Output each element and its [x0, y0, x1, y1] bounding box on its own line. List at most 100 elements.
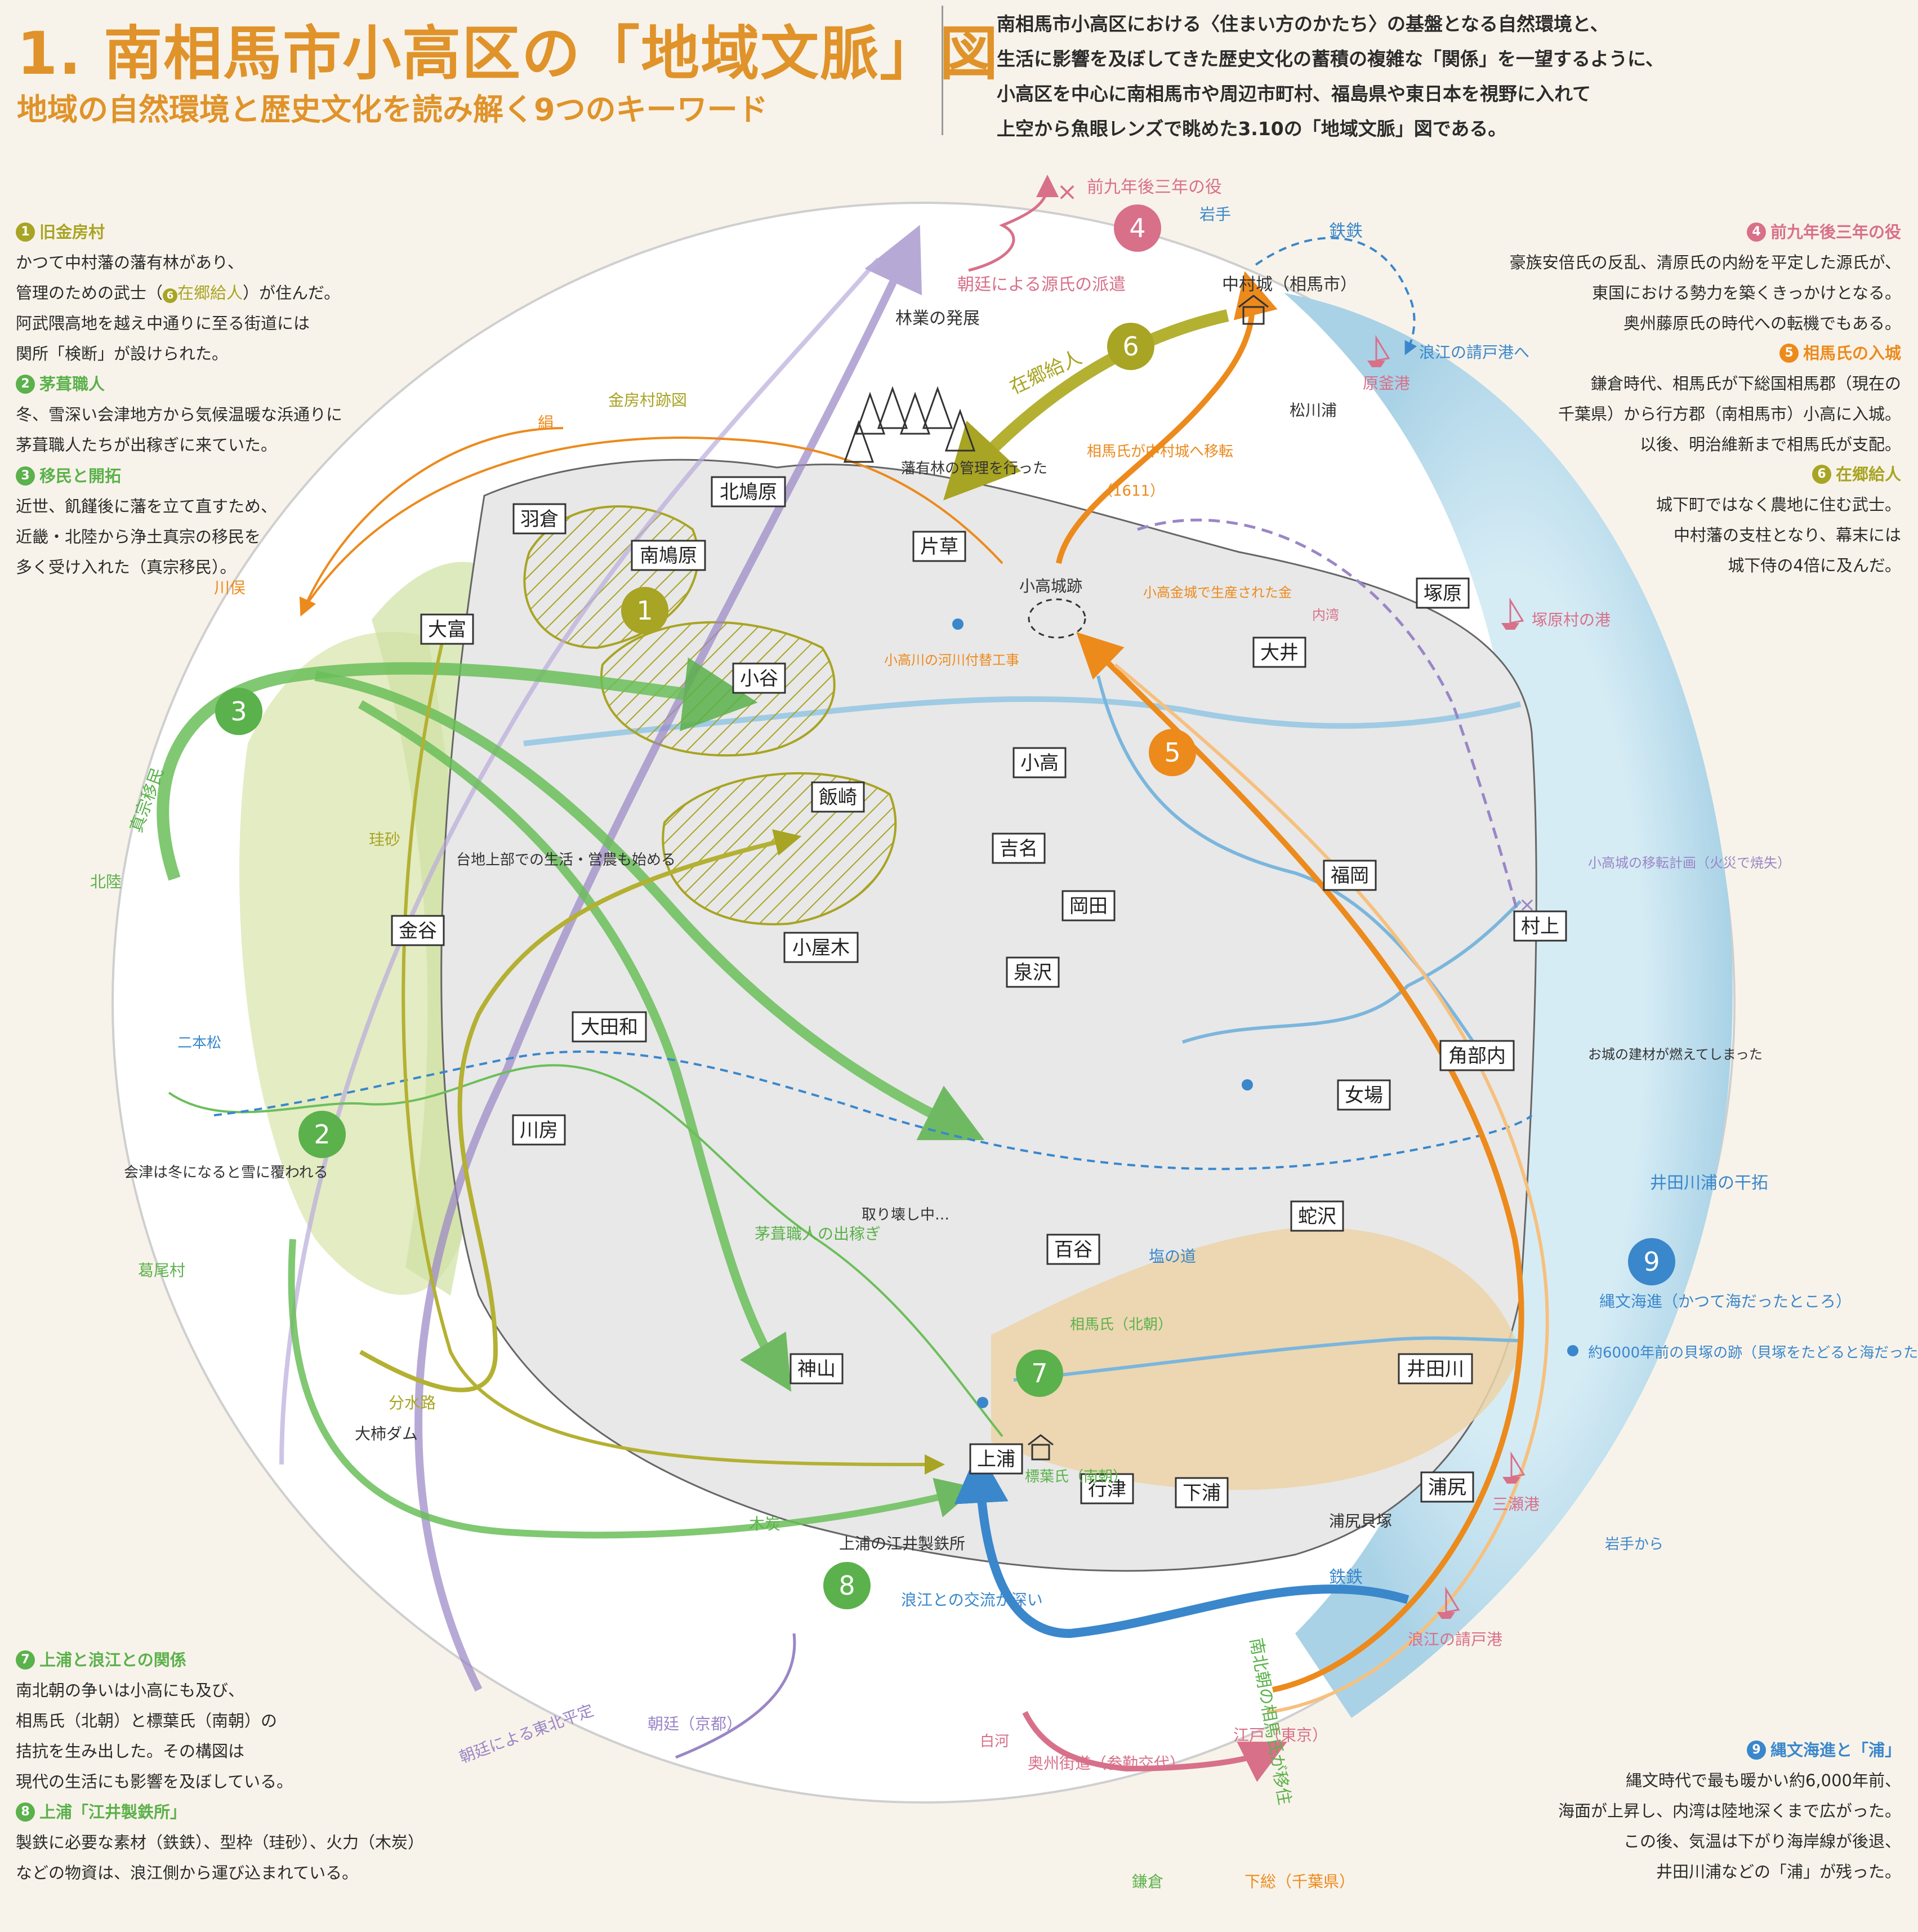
keyword-note-line: 冬、雪深い会津地方から気候温暖な浜通りに: [16, 405, 343, 424]
place-hebisawa: 蛇沢: [1290, 1200, 1344, 1232]
place-tsukahara: 塚原: [1416, 577, 1470, 609]
place-mekake: 女場: [1337, 1079, 1391, 1111]
annotation-kamiura-iron: 上浦の江井製鉄所: [839, 1534, 965, 1553]
place-koyagi-label: 小屋木: [792, 937, 850, 959]
odaka-castle-site-icon: [1028, 598, 1086, 639]
place-haneku: 羽倉: [512, 503, 567, 535]
annotation-shirakawa: 白河: [980, 1733, 1009, 1750]
kayabuki-route: [168, 1064, 1003, 1437]
keyword-note-line: 城下侍の4倍に及んだ。: [1728, 556, 1901, 575]
annotation-oshu-kaido: 奥州街道（参勤交代）: [1028, 1754, 1185, 1773]
intro-line: 生活に影響を及ぼしてきた歴史文化の蓄積の複雑な「関係」を一望するように、: [997, 48, 1665, 70]
keyword-marker-8-label: 8: [838, 1570, 855, 1601]
place-kawabusa: 川房: [512, 1114, 566, 1146]
annotation-tetsudo-north: 鉄鉄: [1329, 221, 1363, 241]
migration-arrow-4: [288, 1239, 977, 1539]
forest-icon: [843, 386, 976, 463]
annotation-daichi: 台地上部での生活・営農も始める: [456, 852, 676, 869]
place-oya-label: 小谷: [740, 667, 778, 690]
place-odawara-label: 大田和: [581, 1016, 638, 1039]
annotation-soma-year: （1611）: [1098, 483, 1165, 500]
annotation-iwate-from: 岩手から: [1605, 1536, 1663, 1553]
place-kamiura: 上浦: [969, 1443, 1023, 1475]
place-iizaki-label: 飯崎: [819, 786, 857, 809]
annotation-ringyo: 林業の発展: [895, 309, 980, 328]
intro-line: 小高区を中心に南相馬市や周辺市町村、福島県や東日本を視野に入れて: [997, 83, 1591, 105]
place-toyoda-label: 岡田: [1069, 895, 1108, 918]
annotation-iwate: 岩手: [1199, 205, 1231, 224]
annotation-zenkunen: 前九年後三年の役: [1087, 177, 1222, 197]
keyword-note-line: かつて中村藩の藩有林があり、: [16, 253, 244, 272]
annotation-namie-port: 浪江の請戸港: [1408, 1630, 1502, 1649]
keyword-note-8-number: 8: [16, 1802, 35, 1822]
annotation-odaka-castle-fire: 小高城の移転計画（火災で焼失）: [1588, 855, 1791, 871]
site-dot: [977, 1397, 988, 1408]
keyword-marker-5: 5: [1149, 729, 1196, 776]
shinshu-migration-arrow: [157, 657, 758, 881]
boat-icon: [1501, 597, 1524, 630]
annotation-shineha: 標葉氏（南朝）: [1025, 1468, 1127, 1485]
place-kanaya-label: 金谷: [399, 920, 437, 942]
header-divider: [942, 6, 943, 135]
dashed-road-blue: [213, 1050, 1533, 1170]
place-otomi: 大富: [420, 613, 474, 645]
annotation-keisha: 珪砂: [369, 830, 400, 849]
annotation-mokutan: 木炭: [749, 1515, 780, 1533]
keyword-note-3-number: 3: [16, 466, 35, 486]
place-gyoutsu-label: 行津: [1088, 1478, 1126, 1501]
keyword-note-line: 相馬氏（北朝）と標葉氏（南朝）の: [16, 1711, 278, 1730]
place-iizaki: 飯崎: [811, 781, 865, 813]
annotation-jomon-sea: 縄文海進（かつて海だったところ）: [1599, 1292, 1852, 1311]
soma-entry-route: [1076, 632, 1524, 1693]
annotation-shio-michi: 塩の道: [1149, 1247, 1196, 1266]
annotation-odaka-lumber: お城の建材が燃えてしまった: [1588, 1047, 1763, 1062]
annotation-kinu: 絹: [538, 413, 554, 432]
place-shimoura: 下浦: [1175, 1477, 1229, 1508]
place-kita-shibahara-label: 北鳩原: [720, 481, 777, 504]
place-momoya: 百谷: [1046, 1234, 1100, 1265]
keyword-note-line: 千葉県）から行方郡（南相馬市）小高に入城。: [1558, 404, 1901, 424]
tetsudo-arrow: [954, 1449, 1409, 1639]
annotation-edo: 江戸（東京）: [1233, 1726, 1328, 1744]
place-fukuoka-label: 福岡: [1331, 865, 1369, 887]
keyword-inline-ref: 在郷給人: [177, 283, 243, 302]
place-murakami-label: 村上: [1521, 915, 1559, 938]
keyword-note-line: この後、気温は下がり海岸線が後退、: [1623, 1832, 1901, 1851]
keyword-note-line: などの物資は、浪江側から運び込まれている。: [16, 1863, 359, 1882]
place-yoshina: 吉名: [992, 833, 1046, 864]
annotation-odaka-kin: 小高金城で生産された金: [1143, 585, 1292, 600]
keyword-note-line: 以後、明治維新まで相馬氏が支配。: [1639, 435, 1901, 454]
keyword-note-line: 茅葺職人たちが出稼ぎに来ていた。: [16, 435, 278, 455]
keyword-note-6-number: 6: [1812, 465, 1831, 484]
annotation-tetsudo-south: 鉄鉄: [1329, 1568, 1363, 1587]
place-oi-label: 大井: [1260, 642, 1299, 664]
annotation-matsukawa: 松川浦: [1290, 401, 1337, 420]
keyword-note-7-number: 7: [16, 1650, 35, 1670]
intro-text: 南相馬市小高区における〈住まい方のかたち〉の基盤となる自然環境と、 生活に影響を…: [997, 7, 1886, 146]
keyword-note-line: 南北朝の争いは小高にも及び、: [16, 1681, 245, 1700]
keyword-marker-6: 6: [1107, 323, 1154, 370]
keyword-marker-3-label: 3: [230, 696, 247, 727]
minamoto-route: [968, 175, 1059, 272]
annotation-kawamata: 川俣: [214, 578, 246, 597]
keyword-note-line: 関所「検断」が設けられた。: [16, 344, 229, 363]
intro-line: 上空から魚眼レンズで眺めた3.10の「地域文脈」図である。: [997, 118, 1507, 140]
keyword-note-6-title: 在郷給人: [1835, 465, 1901, 484]
annotation-ookaki-dam: 大柿ダム: [355, 1424, 418, 1443]
keyword-note-1-title: 旧金房村: [39, 222, 105, 242]
annotation-morodoko: 三瀬港: [1492, 1495, 1540, 1513]
annotation-bunsuiro: 分水路: [389, 1394, 436, 1412]
keyword-marker-9: 9: [1628, 1238, 1675, 1285]
keyword-marker-7-label: 7: [1031, 1358, 1047, 1388]
place-odawara: 大田和: [572, 1011, 647, 1043]
place-oi: 大井: [1252, 636, 1306, 668]
annotation-idagawa-kantaku: 井田川浦の干拓: [1650, 1173, 1768, 1193]
map-annotations: 前九年後三年の役 朝廷による源氏の派遣 岩手 鉄鉄 中村城（相馬市） 浪江の請戸…: [90, 177, 1918, 1891]
